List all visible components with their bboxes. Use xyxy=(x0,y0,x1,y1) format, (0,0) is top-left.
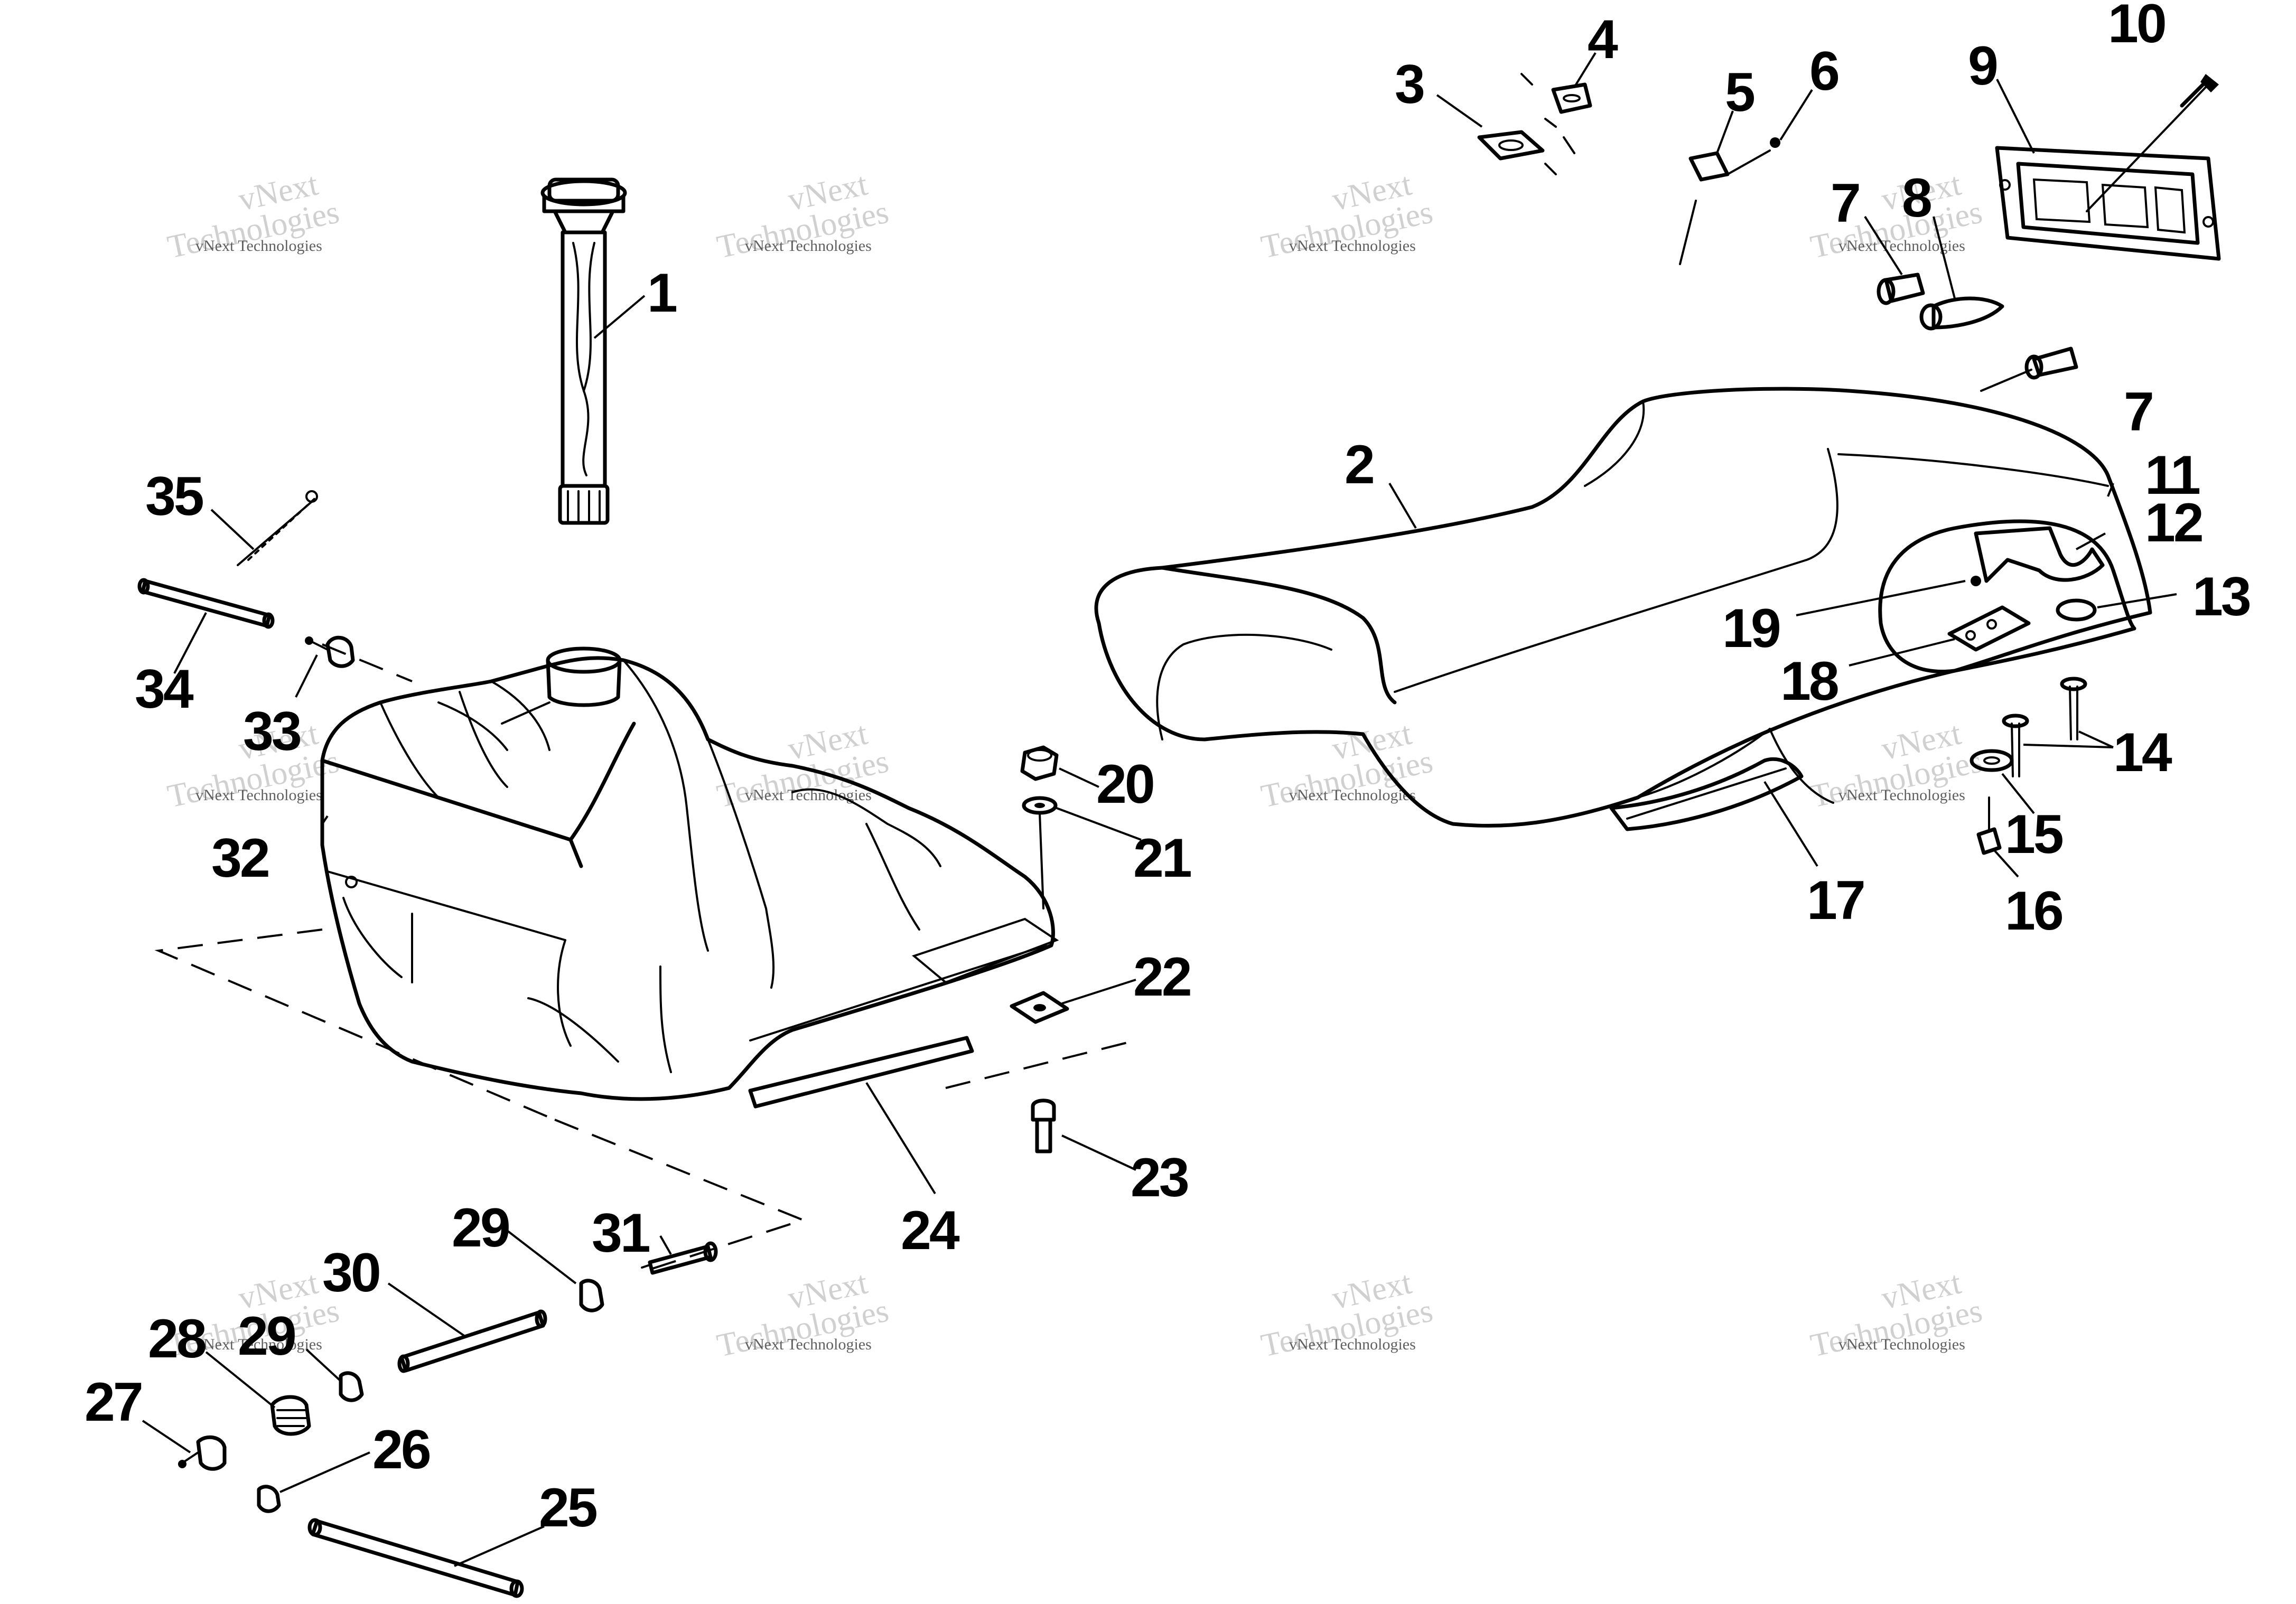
callout-17: 17 xyxy=(1807,870,1864,931)
part-25-26-rod-bushing xyxy=(257,1451,545,1598)
callout-4: 4 xyxy=(1588,9,1618,70)
part-29-30-bushing-rod xyxy=(387,1230,604,1373)
watermark-small: vNext Technologies xyxy=(195,237,322,255)
callout-24: 24 xyxy=(901,1200,960,1261)
part-5-6-clip xyxy=(1679,89,1813,265)
assembly-line-bottom xyxy=(554,1119,806,1274)
part-32-fuel-tank xyxy=(320,646,1059,1101)
callout-33: 33 xyxy=(243,701,301,762)
part-7-8-bulbs xyxy=(1864,215,2078,392)
callouts: 1 2 3 4 5 6 7 7 8 9 10 11 12 13 14 15 16… xyxy=(85,0,2252,1539)
callout-8: 8 xyxy=(1902,167,1931,229)
callout-7-lower: 7 xyxy=(2124,381,2152,443)
callout-28: 28 xyxy=(148,1308,206,1370)
callout-3: 3 xyxy=(1395,54,1424,115)
part-20-21-nut-washer xyxy=(1020,745,1142,909)
watermark-small: vNext Technologies xyxy=(1838,1336,1965,1353)
watermark-small: vNext Technologies xyxy=(1838,237,1965,255)
watermark-small: vNext Technologies xyxy=(1838,786,1965,804)
callout-15: 15 xyxy=(2005,804,2062,865)
callout-21: 21 xyxy=(1133,828,1191,889)
callout-7-upper: 7 xyxy=(1831,173,1859,234)
part-3-4-plates xyxy=(1436,52,1597,175)
callout-26: 26 xyxy=(372,1419,430,1480)
callout-29-lower: 29 xyxy=(238,1306,295,1367)
callout-12: 12 xyxy=(2145,492,2202,554)
watermark: vNext Technologies xyxy=(1258,166,1436,265)
assembly-line-right xyxy=(945,1039,1136,1089)
callout-30: 30 xyxy=(322,1242,379,1303)
callout-18: 18 xyxy=(1780,651,1838,712)
callout-13: 13 xyxy=(2192,566,2250,627)
callout-19: 19 xyxy=(1722,598,1779,659)
watermark-small: vNext Technologies xyxy=(1289,237,1416,255)
callout-22: 22 xyxy=(1133,946,1190,1008)
part-1-fuel-gauge xyxy=(540,177,646,525)
callout-6: 6 xyxy=(1809,41,1838,102)
callout-20: 20 xyxy=(1096,754,1153,815)
assembly-line-top xyxy=(322,643,413,682)
callout-35: 35 xyxy=(145,466,203,527)
watermark-small: vNext Technologies xyxy=(1289,786,1416,804)
callout-23: 23 xyxy=(1131,1147,1188,1208)
callout-2: 2 xyxy=(1345,434,1373,495)
part-33-34-35-hose xyxy=(137,490,355,825)
watermark-small: vNext Technologies xyxy=(195,786,322,804)
part-9-10-taillight xyxy=(1995,74,2221,261)
part-27-28-29-fittings xyxy=(142,1348,364,1471)
callout-34: 34 xyxy=(135,659,194,720)
part-14-16-fasteners xyxy=(1970,677,2114,878)
part-22-plate xyxy=(1010,979,1136,1024)
part-31-stud xyxy=(641,1235,718,1275)
watermarks: vNext Technologies vNext Technologies vN… xyxy=(164,166,1985,1364)
part-2-seat xyxy=(1094,387,2152,831)
callout-10: 10 xyxy=(2108,0,2165,54)
callout-1: 1 xyxy=(647,262,676,324)
callout-14: 14 xyxy=(2113,722,2172,783)
callout-16: 16 xyxy=(2005,880,2062,942)
callout-9: 9 xyxy=(1968,35,1996,97)
callout-32: 32 xyxy=(211,828,268,889)
part-23-bolt xyxy=(1031,1099,1136,1171)
part-24-strip xyxy=(748,1036,974,1195)
watermark-small: vNext Technologies xyxy=(745,1336,872,1353)
watermark-small: vNext Technologies xyxy=(195,1336,322,1353)
callout-29-upper: 29 xyxy=(452,1197,509,1259)
callout-5: 5 xyxy=(1725,62,1754,123)
callout-25: 25 xyxy=(539,1477,596,1539)
callout-11: 11 xyxy=(2145,445,2199,506)
watermark-small: vNext Technologies xyxy=(1289,1336,1416,1353)
watermark-small: vNext Technologies xyxy=(745,237,872,255)
callout-27: 27 xyxy=(85,1372,142,1433)
callout-31: 31 xyxy=(592,1203,649,1264)
assembly-line-left xyxy=(154,928,555,1121)
